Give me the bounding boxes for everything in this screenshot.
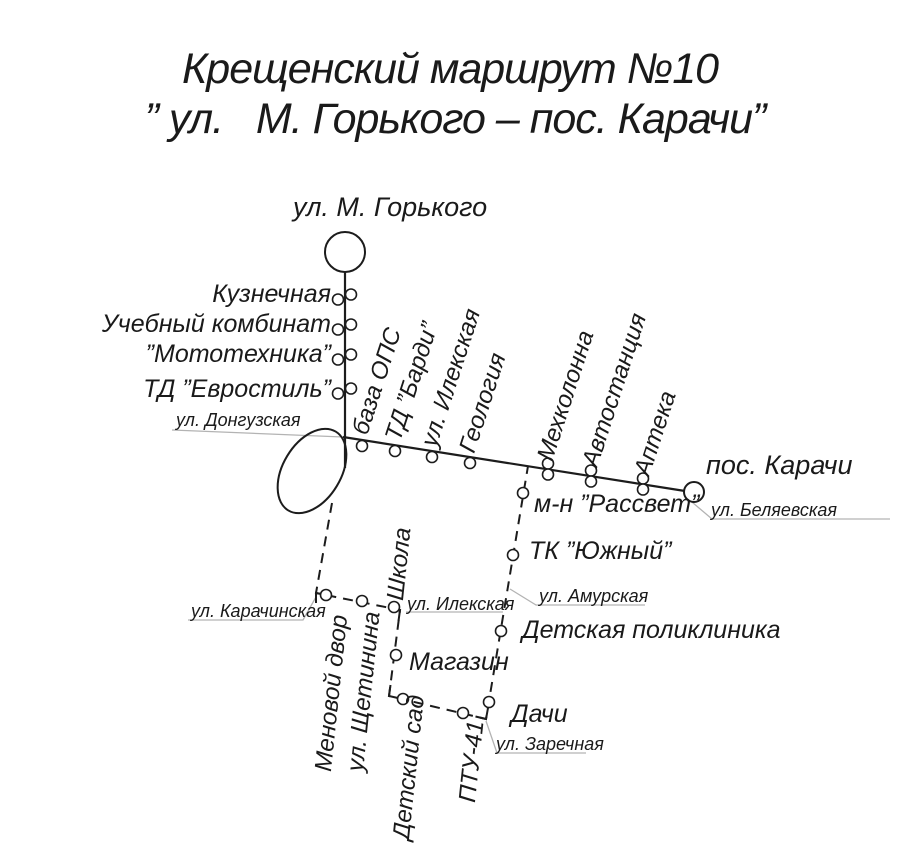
stop-marker <box>482 695 496 709</box>
stop-label-dachi: Дачи <box>511 700 568 728</box>
leader-zarechnaya <box>485 720 586 754</box>
terminal-label-gorkogo: ул. М. Горького <box>293 192 488 222</box>
leader-belyaevskaya <box>685 496 890 520</box>
stop-marker <box>355 439 369 453</box>
stop-marker <box>425 450 439 464</box>
corner-mark-zarechnaya <box>475 707 489 721</box>
stop-marker <box>506 548 520 562</box>
stop-label-detskaya-poliklinika: Детская поликлиника <box>522 616 781 644</box>
stop-marker <box>344 382 358 395</box>
stop-label-rassvet: м-н ”Рассвет” <box>534 490 700 518</box>
stop-marker <box>355 594 369 608</box>
map-title-line1: Крещенский маршрут №10 <box>181 45 719 93</box>
turnaround-loop <box>276 427 348 515</box>
stop-marker <box>319 588 333 602</box>
terminal-circle-karachi <box>683 481 705 503</box>
route-line-to-karachi <box>342 435 686 493</box>
street-label-belyaevskaya: ул. Беляевская <box>711 500 837 520</box>
stop-marker <box>388 444 402 458</box>
street-label-ilekskaya: ул. Илекская <box>407 594 515 614</box>
stop-marker <box>463 456 477 470</box>
stop-marker <box>396 692 410 706</box>
stop-label-mototehnika: ”Мототехника” <box>145 340 331 368</box>
stop-marker <box>456 706 470 720</box>
route-dashed-loop <box>314 465 529 721</box>
stop-marker <box>331 353 345 366</box>
street-label-karachinskaya: ул. Карачинская <box>191 601 326 621</box>
stop-marker <box>331 323 345 336</box>
map-title-line2: ” ул. М. Горького – пос. Карачи” <box>144 95 767 143</box>
stop-marker <box>494 624 508 638</box>
stop-label-kuznechnaya: Кузнечная <box>212 280 331 308</box>
leader-karachinskaya <box>188 596 317 621</box>
stop-marker <box>541 468 555 481</box>
terminal-label-karachi: пос. Карачи <box>706 450 853 480</box>
stop-marker <box>516 486 530 500</box>
leader-dongguzskaya <box>171 429 344 438</box>
stop-marker <box>344 288 358 301</box>
street-label-amurskaya: ул. Амурская <box>539 586 649 606</box>
stop-marker <box>389 648 403 662</box>
stop-marker <box>331 293 345 306</box>
street-label-zarechnaya: ул. Заречная <box>496 734 604 754</box>
stop-label-yuzhny: ТК ”Южный” <box>529 537 672 565</box>
terminal-circle-gorkogo <box>324 231 366 273</box>
stop-marker <box>584 475 598 488</box>
street-label-dongguzskaya: ул. Донгузская <box>176 410 301 430</box>
stop-marker <box>344 348 358 361</box>
stop-marker <box>344 318 358 331</box>
stop-label-uchebny-kombinat: Учебный комбинат <box>101 310 331 338</box>
corner-mark-detsky-sad <box>387 684 401 700</box>
stop-marker <box>331 387 345 400</box>
stop-label-evrostil: ТД ”Евростиль” <box>143 375 331 403</box>
stop-marker <box>636 483 650 496</box>
stop-label-magazin: Магазин <box>409 648 509 676</box>
leader-amurskaya <box>509 588 645 606</box>
stop-marker <box>387 600 401 614</box>
